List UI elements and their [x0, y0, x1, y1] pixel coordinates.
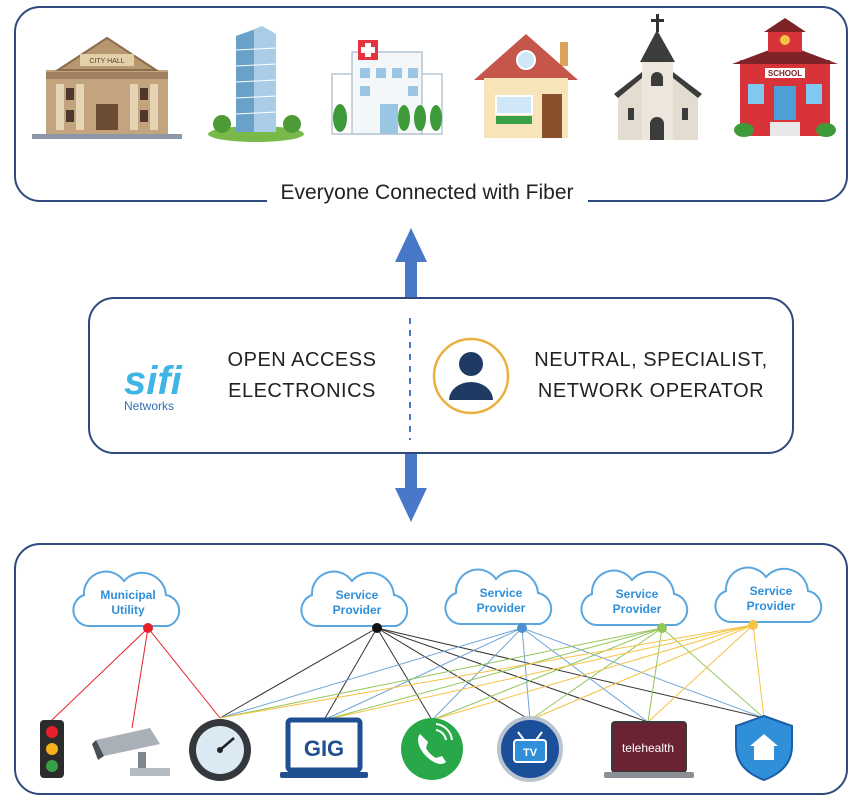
cloud-label-line-2: Provider — [477, 601, 526, 615]
operator-person-icon — [432, 337, 510, 415]
cloud-service-provider-1: Service Provider — [300, 570, 409, 633]
operator-label: NEUTRAL, SPECIALIST, NETWORK OPERATOR — [522, 345, 780, 407]
operator-line-2: NETWORK OPERATOR — [537, 380, 765, 402]
office-tower-icon — [208, 26, 304, 142]
cloud-municipal-utility: Municipal Utility — [72, 570, 181, 633]
cloud-label-line-2: Utility — [111, 603, 145, 617]
cloud-label-line-2: Provider — [747, 599, 796, 613]
cloud-service-provider-3: Service Provider — [580, 569, 689, 633]
up-arrow-icon — [395, 228, 427, 298]
church-icon — [614, 14, 702, 140]
traffic-light-icon — [40, 720, 64, 778]
arrows-layer — [395, 228, 427, 522]
cloud-label-line-2: Provider — [613, 602, 662, 616]
logo-secondary: Networks — [124, 399, 174, 413]
home-shield-icon — [735, 714, 793, 782]
node-dot — [372, 623, 382, 633]
school-icon: SCHOOL — [732, 18, 838, 137]
house-icon — [474, 34, 578, 138]
cloud-label-line-1: Service — [480, 586, 523, 600]
security-camera-icon — [92, 728, 170, 776]
tv-label: TV — [523, 747, 538, 759]
cloud-service-provider-4: Service Provider — [714, 566, 823, 630]
open-access-label: OPEN ACCESS ELECTRONICS — [212, 345, 392, 407]
operator-graphics: sifi Networks — [124, 318, 510, 440]
cloud-label-line-1: Service — [616, 587, 659, 601]
fiber-caption: Everyone Connected with Fiber — [0, 181, 854, 205]
utility-meter-icon — [189, 719, 251, 781]
node-dot — [517, 623, 527, 633]
telehealth-label: telehealth — [622, 741, 674, 755]
operator-line-1: NEUTRAL, SPECIALIST, — [534, 349, 768, 371]
gig-label: GIG — [304, 736, 344, 761]
node-dot — [143, 623, 153, 633]
down-arrow-icon — [395, 454, 427, 522]
node-dot — [657, 623, 667, 633]
cloud-service-provider-2: Service Provider — [444, 568, 553, 633]
buildings-row: CITY HALL — [32, 14, 838, 142]
laptop-gig-icon: GIG — [280, 717, 368, 778]
phone-icon — [401, 718, 463, 780]
node-dot — [748, 620, 758, 630]
cloud-label-line-1: Service — [336, 588, 379, 602]
open-access-line-2: ELECTRONICS — [228, 380, 376, 402]
sifi-logo-icon: sifi Networks — [124, 359, 183, 413]
city-hall-icon: CITY HALL — [32, 36, 182, 139]
tv-icon: TV — [497, 716, 563, 782]
cloud-label-line-1: Municipal — [100, 588, 155, 602]
open-access-line-1: OPEN ACCESS — [227, 349, 377, 371]
svg-text:SCHOOL: SCHOOL — [768, 69, 802, 78]
logo-primary: sifi — [124, 359, 183, 403]
hospital-icon — [331, 40, 443, 135]
telehealth-laptop-icon: telehealth — [604, 721, 694, 778]
cloud-label-line-1: Service — [750, 584, 793, 598]
svg-text:CITY HALL: CITY HALL — [89, 58, 124, 65]
connection-lines — [51, 624, 765, 729]
cloud-label-line-2: Provider — [333, 603, 382, 617]
